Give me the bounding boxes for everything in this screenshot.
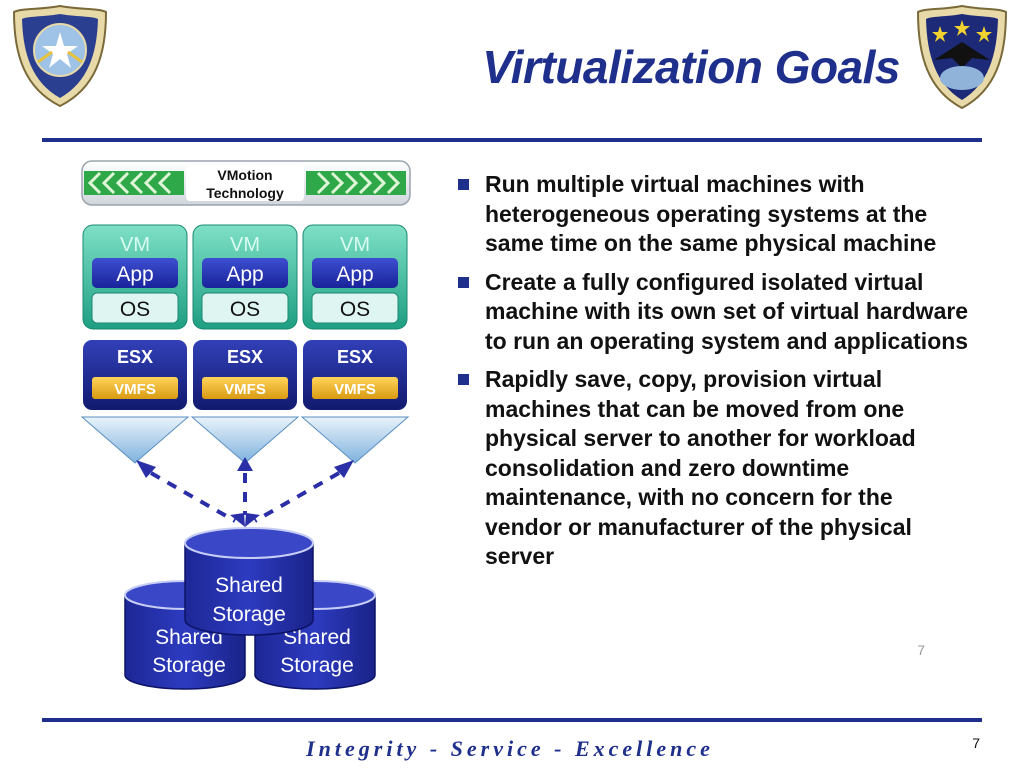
slide-number: 7 xyxy=(917,642,925,658)
arrowheads xyxy=(136,457,354,527)
shared-storage-cylinder-front: Shared Storage xyxy=(184,527,314,636)
app-label: App xyxy=(226,263,263,286)
app-label: App xyxy=(336,263,373,286)
vmfs-label: VMFS xyxy=(334,381,376,398)
slide-title: Virtualization Goals xyxy=(482,41,900,93)
host-1: VM App OS ESX VMFS xyxy=(80,224,190,464)
footer-divider xyxy=(42,718,982,722)
bullet-list: Run multiple virtual machines with heter… xyxy=(455,170,975,581)
storage-label-line2: Storage xyxy=(212,603,286,626)
host-2: VM App OS ESX VMFS xyxy=(190,224,300,464)
os-label: OS xyxy=(120,298,150,321)
storage-label-line1: Shared xyxy=(215,574,283,597)
footer-motto: Integrity - Service - Excellence xyxy=(306,736,714,761)
vmotion-label-line2: Technology xyxy=(206,185,284,201)
connection-arrows xyxy=(150,471,340,523)
vm-label: VM xyxy=(120,234,150,256)
group-emblem-right xyxy=(916,4,1008,110)
bullet-square-icon xyxy=(458,374,469,385)
virtualization-diagram: VMotion Technology VM App OS ESX VMFS VM… xyxy=(80,160,411,690)
bullet-square-icon xyxy=(458,276,469,288)
header-divider xyxy=(42,138,982,142)
vmfs-label: VMFS xyxy=(224,381,266,398)
host-3: VM App OS ESX VMFS xyxy=(300,224,410,464)
bullet-square-icon xyxy=(458,179,469,190)
os-label: OS xyxy=(340,298,370,321)
os-label: OS xyxy=(230,298,260,321)
storage-label-line2: Storage xyxy=(280,654,354,677)
vm-label: VM xyxy=(340,234,370,256)
bullet-text: Run multiple virtual machines with heter… xyxy=(485,171,937,256)
esx-label: ESX xyxy=(227,347,263,367)
vmfs-label: VMFS xyxy=(114,381,156,398)
bullet-item: Rapidly save, copy, provision virtual ma… xyxy=(455,365,975,572)
storage-label-line1: Shared xyxy=(283,626,351,649)
vmotion-banner: VMotion Technology xyxy=(81,160,411,206)
bullet-item: Run multiple virtual machines with heter… xyxy=(455,170,975,259)
bullet-text: Create a fully configured isolated virtu… xyxy=(485,268,969,354)
app-label: App xyxy=(116,263,153,286)
wing-emblem-left xyxy=(12,4,108,108)
vmotion-label-line1: VMotion xyxy=(217,167,272,183)
storage-label-line2: Storage xyxy=(152,654,226,677)
footer-page-number: 7 xyxy=(972,735,980,751)
vm-label: VM xyxy=(230,234,260,256)
bullet-item: Create a fully configured isolated virtu… xyxy=(455,268,975,357)
bullet-text: Rapidly save, copy, provision virtual ma… xyxy=(485,366,916,569)
esx-label: ESX xyxy=(117,347,153,367)
esx-label: ESX xyxy=(337,347,373,367)
